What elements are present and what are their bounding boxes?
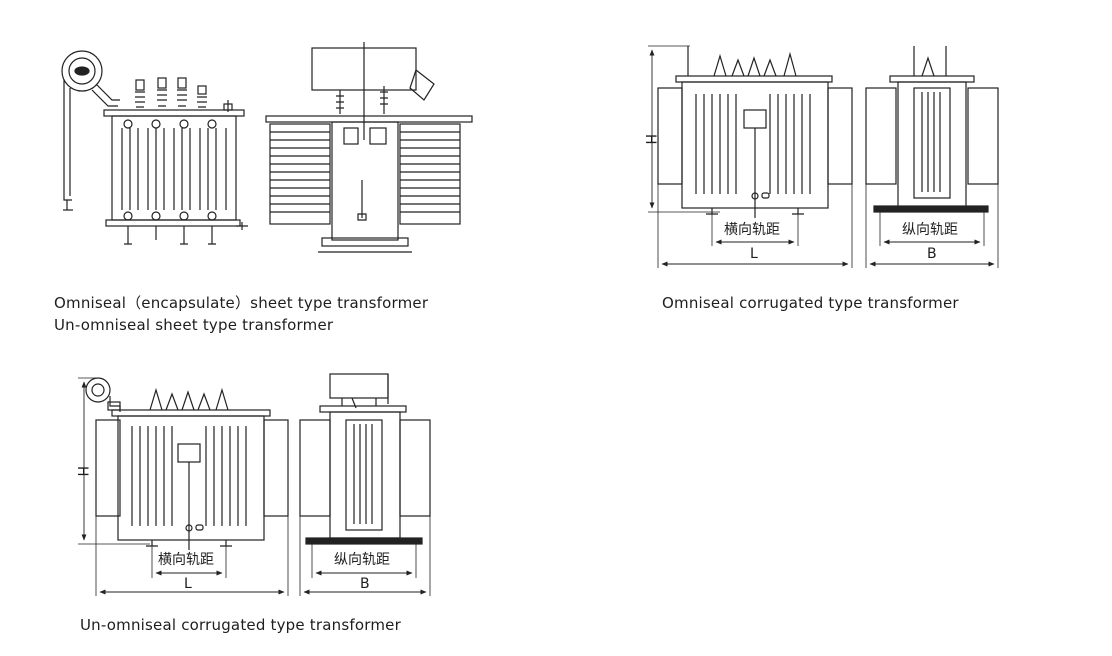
caption-sheet-line2: Un-omniseal sheet type transformer <box>54 316 334 334</box>
label-longitudinal-top: 纵向轨距 <box>902 222 958 238</box>
label-transverse-top: 横向轨距 <box>724 222 780 238</box>
omniseal-corrugated-side-view <box>865 46 999 268</box>
label-h-top: H <box>642 134 658 145</box>
unomniseal-corrugated-front-view <box>78 377 289 596</box>
label-h-bottom: H <box>74 466 90 477</box>
dimension-labels: H 横向轨距 L 纵向轨距 B H 横向轨距 L 纵向轨距 B <box>74 134 958 592</box>
caption-unomniseal-corrugated: Un-omniseal corrugated type transformer <box>80 616 401 634</box>
label-l-top: L <box>750 246 758 262</box>
sheet-type-side-view <box>61 50 248 245</box>
caption-sheet-line1: Omniseal（encapsulate）sheet type transfor… <box>54 294 429 312</box>
unomniseal-corrugated-side-view <box>299 373 431 596</box>
caption-omniseal-corrugated: Omniseal corrugated type transformer <box>662 294 959 312</box>
label-l-bottom: L <box>184 576 192 592</box>
label-b-bottom: B <box>360 576 370 592</box>
omniseal-corrugated-front-view <box>648 45 853 268</box>
label-transverse-bottom: 横向轨距 <box>158 552 214 568</box>
label-longitudinal-bottom: 纵向轨距 <box>334 552 390 568</box>
label-b-top: B <box>927 246 937 262</box>
sheet-type-front-view <box>265 42 473 253</box>
